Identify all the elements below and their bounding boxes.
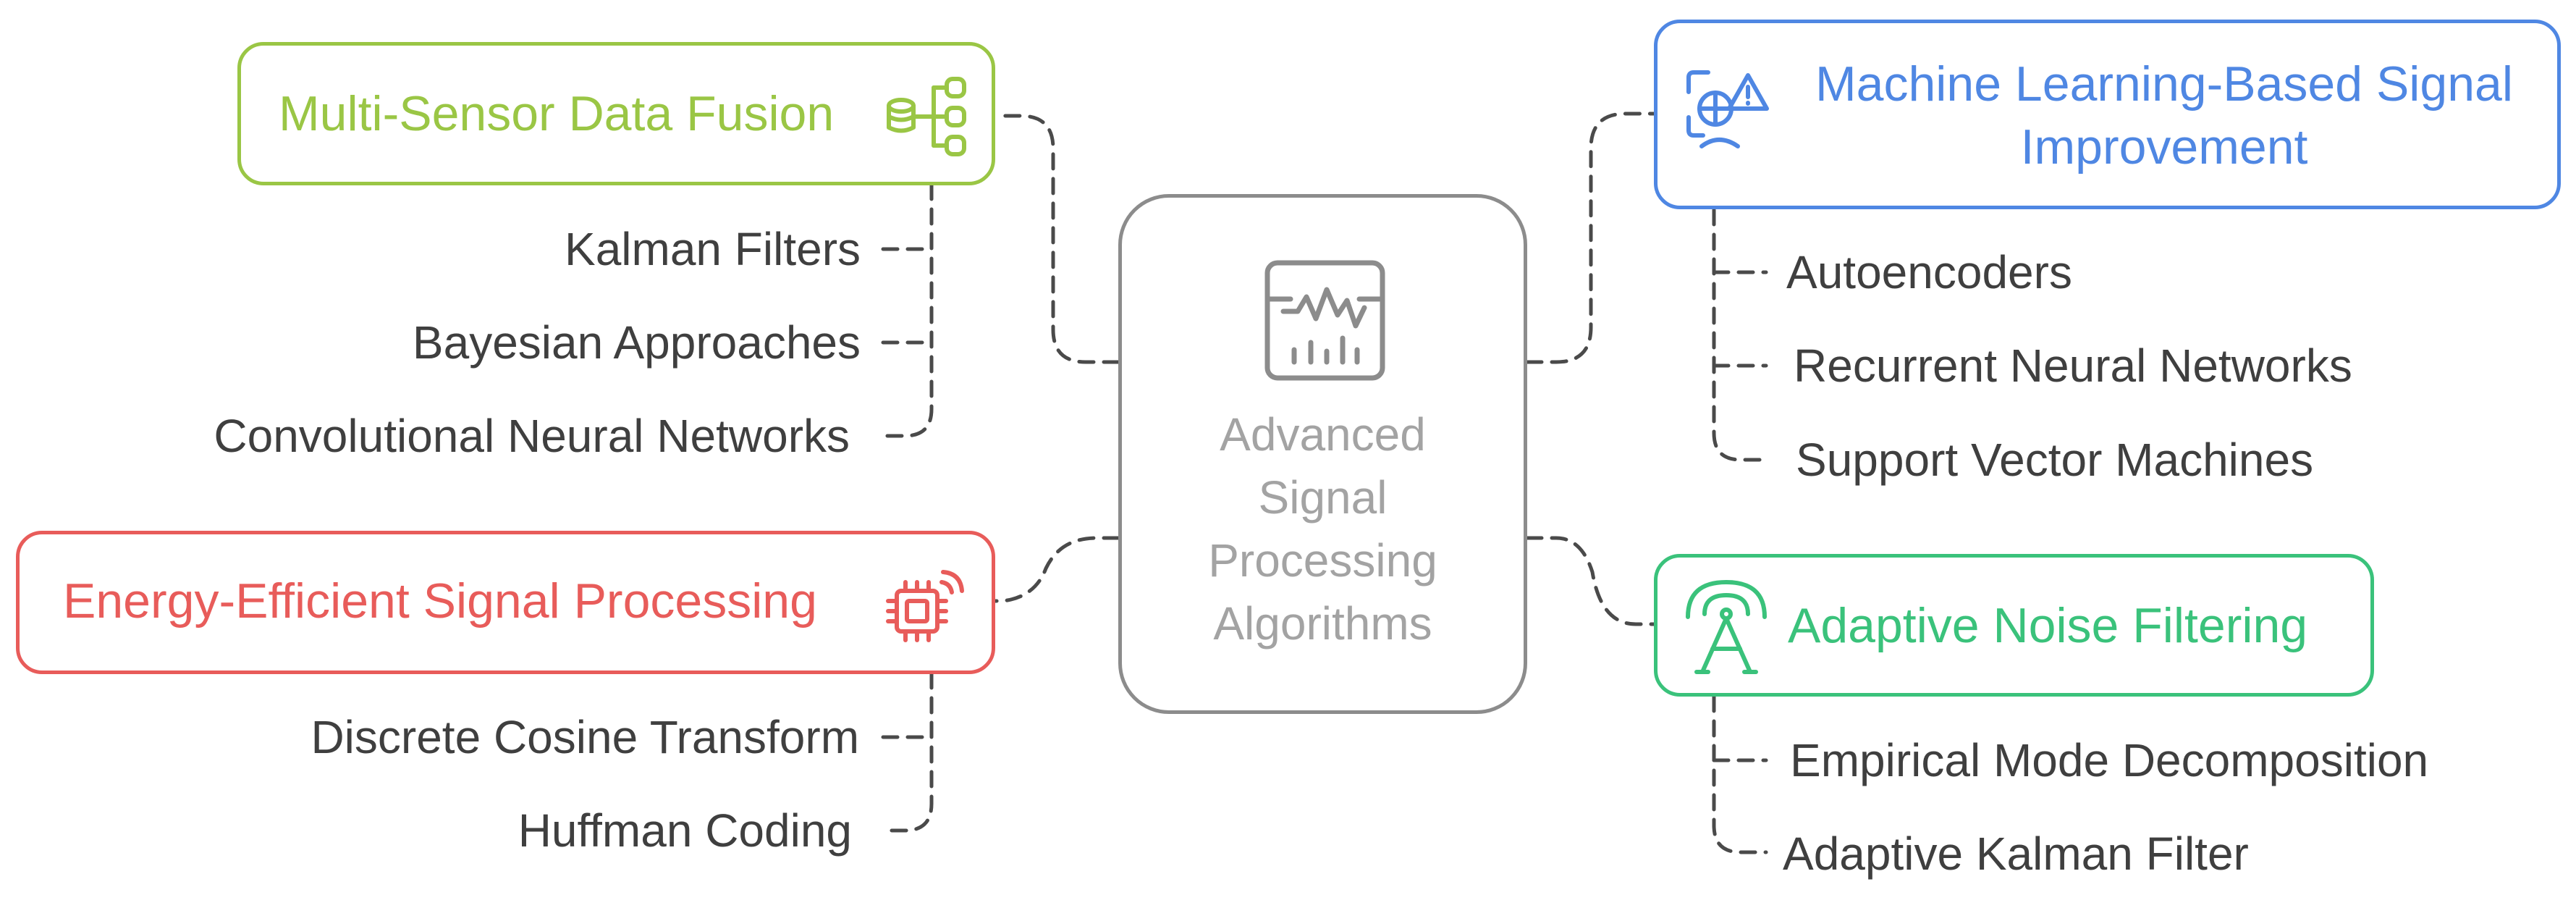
center-title-line-1: Advanced: [1220, 408, 1426, 461]
fusion-item-2: Bayesian Approaches: [412, 316, 861, 369]
branch-node-ml[interactable]: Machine Learning-Based Signal Improvemen…: [1654, 20, 2561, 209]
signal-monitor-icon: [1264, 260, 1385, 381]
ai-warning-icon: [1686, 70, 1769, 148]
branch-title-ml-line-1: Machine Learning-Based Signal: [1815, 56, 2513, 112]
fusion-item-1: Kalman Filters: [565, 223, 861, 275]
noise-item-2: Adaptive Kalman Filter: [1783, 828, 2249, 880]
branch-node-energy[interactable]: Energy-Efficient Signal Processing: [16, 531, 995, 674]
branch-title-fusion: Multi-Sensor Data Fusion: [279, 86, 835, 141]
connector-center-noise: [1525, 536, 1656, 626]
branch-node-noise[interactable]: Adaptive Noise Filtering: [1654, 554, 2374, 697]
connector-center-ml: [1525, 112, 1656, 364]
database-network-icon: [887, 77, 966, 156]
fusion-item-3: Convolutional Neural Networks: [214, 410, 850, 462]
connector-center-energy: [993, 536, 1120, 603]
connector-noise-children: [1712, 694, 1768, 854]
connector-fusion-children: [881, 182, 934, 438]
energy-item-1: Discrete Cosine Transform: [311, 711, 859, 763]
noise-item-1: Empirical Mode Decomposition: [1790, 734, 2429, 786]
branch-title-noise: Adaptive Noise Filtering: [1788, 598, 2308, 653]
branch-node-fusion[interactable]: Multi-Sensor Data Fusion: [237, 42, 995, 185]
connector-energy-children: [881, 671, 934, 833]
center-title-line-4: Algorithms: [1213, 597, 1432, 650]
center-title-line-3: Processing: [1208, 534, 1437, 587]
center-node[interactable]: Advanced Signal Processing Algorithms: [1118, 194, 1527, 714]
center-title-line-2: Signal: [1258, 471, 1388, 524]
connector-center-fusion: [993, 114, 1120, 364]
antenna-broadcast-icon: [1686, 580, 1767, 674]
ml-item-1: Autoencoders: [1786, 246, 2072, 298]
ml-item-3: Support Vector Machines: [1796, 434, 2314, 486]
energy-item-2: Huffman Coding: [518, 804, 852, 857]
connector-ml-children: [1712, 208, 1768, 462]
ml-item-2: Recurrent Neural Networks: [1794, 340, 2352, 392]
branch-title-energy: Energy-Efficient Signal Processing: [63, 573, 817, 629]
wireless-chip-icon: [886, 570, 964, 642]
branch-title-ml-line-2: Improvement: [2020, 119, 2308, 175]
